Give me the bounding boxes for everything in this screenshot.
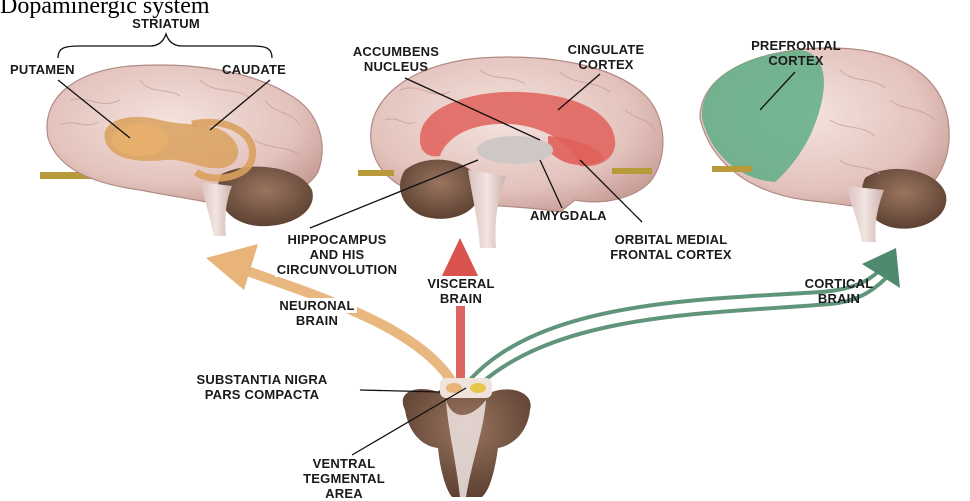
label-hippocampus-line3: CIRCUNVOLUTION xyxy=(275,262,400,277)
label-prefrontal: PREFRONTAL CORTEX xyxy=(740,38,852,68)
label-prefrontal-line2: CORTEX xyxy=(740,53,852,68)
label-vta-line1: VENTRAL xyxy=(296,456,392,471)
label-caudate: CAUDATE xyxy=(222,62,286,77)
label-prefrontal-line1: PREFRONTAL xyxy=(740,38,852,53)
label-neuronal-line2: BRAIN xyxy=(294,313,340,328)
label-putamen: PUTAMEN xyxy=(10,62,75,77)
label-visceral-line1: VISCERAL xyxy=(425,276,496,291)
label-visceral: VISCERAL BRAIN xyxy=(420,276,502,306)
label-accumbens-line2: NUCLEUS xyxy=(340,59,452,74)
label-amygdala: AMYGDALA xyxy=(530,208,607,223)
label-hippocampus: HIPPOCAMPUS AND HIS CIRCUNVOLUTION xyxy=(270,232,404,277)
midbrain-source xyxy=(403,378,531,497)
brain-right-base-bar xyxy=(712,166,752,172)
label-cortical-line1: CORTICAL xyxy=(796,276,882,291)
label-accumbens: ACCUMBENS NUCLEUS xyxy=(340,44,452,74)
brain-left-striatum xyxy=(40,65,322,236)
thalamus-shape xyxy=(477,136,553,164)
label-hippocampus-line1: HIPPOCAMPUS xyxy=(286,232,389,247)
label-snpc-line2: PARS COMPACTA xyxy=(160,387,364,402)
neuronal-arrowhead xyxy=(206,244,258,290)
label-visceral-line2: BRAIN xyxy=(438,291,484,306)
label-substantia-nigra: SUBSTANTIA NIGRA PARS COMPACTA xyxy=(160,372,364,402)
label-snpc-line1: SUBSTANTIA NIGRA xyxy=(160,372,364,387)
label-cingulate-line2: CORTEX xyxy=(556,57,656,72)
brain-middle-cerebellum xyxy=(400,160,480,219)
label-cortical-line2: BRAIN xyxy=(796,291,882,306)
putamen-shape xyxy=(112,124,168,156)
label-striatum: STRIATUM xyxy=(116,16,216,31)
label-orbital: ORBITAL MEDIAL FRONTAL CORTEX xyxy=(596,232,746,262)
brain-middle-base-bar-left xyxy=(358,170,394,176)
label-vta-line2: TEGMENTAL xyxy=(296,471,392,486)
label-vta-line3: AREA xyxy=(296,486,392,501)
brain-right-cortical xyxy=(700,48,949,242)
visceral-arrowhead xyxy=(440,238,480,280)
label-orbital-line1: ORBITAL MEDIAL xyxy=(596,232,746,247)
label-accumbens-line1: ACCUMBENS xyxy=(340,44,452,59)
brain-middle-visceral xyxy=(358,57,663,248)
label-hippocampus-line2: AND HIS xyxy=(308,247,367,262)
brain-middle-brainstem xyxy=(468,170,506,248)
label-cortical: CORTICAL BRAIN xyxy=(796,276,882,306)
label-orbital-line2: FRONTAL CORTEX xyxy=(596,247,746,262)
visceral-pathway xyxy=(440,238,480,386)
cortical-pathway xyxy=(468,248,900,386)
label-cingulate: CINGULATE CORTEX xyxy=(556,42,656,72)
label-neuronal-line1: NEURONAL xyxy=(277,298,356,313)
label-cingulate-line1: CINGULATE xyxy=(556,42,656,57)
label-vta: VENTRAL TEGMENTAL AREA xyxy=(296,456,392,501)
striatum-brace xyxy=(58,34,272,58)
brain-middle-base-bar-right xyxy=(612,168,652,174)
label-neuronal: NEURONAL BRAIN xyxy=(272,298,362,328)
